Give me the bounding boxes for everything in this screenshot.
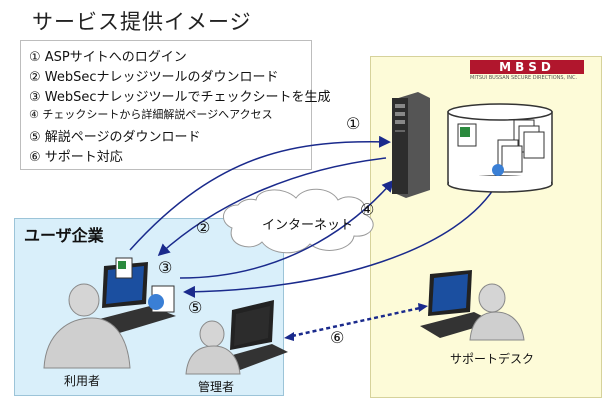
internet-cloud — [223, 188, 374, 254]
step-5: ⑤ 解説ページのダウンロード — [29, 130, 201, 145]
arrow-2 — [157, 157, 387, 257]
arrow-1 — [129, 135, 391, 251]
marker-5: ⑤ — [188, 298, 203, 317]
download-doc-icon — [148, 285, 175, 313]
database-icon — [447, 103, 553, 193]
marker-1: ① — [346, 114, 361, 133]
server-icon — [392, 92, 430, 198]
step-1: ① ASPサイトへのログイン — [29, 50, 187, 65]
arrow-4 — [179, 179, 394, 279]
marker-2: ② — [196, 218, 211, 237]
internet-label: インターネット — [262, 218, 354, 233]
step-6: ⑥ サポート対応 — [29, 150, 123, 165]
steps-list: ① ASPサイトへのログイン ② WebSecナレッジツールのダウンロード ③ … — [20, 40, 331, 170]
step-2: ② WebSecナレッジツールのダウンロード — [29, 70, 279, 85]
admin-person-icon — [185, 320, 241, 375]
marker-6: ⑥ — [330, 328, 345, 347]
support-person-icon — [469, 283, 525, 341]
admin-role-label: 管理者 — [198, 380, 235, 394]
user-person-icon — [43, 283, 131, 369]
page-title: サービス提供イメージ — [32, 10, 252, 34]
support-desk-label: サポートデスク — [450, 352, 535, 366]
user-company-title: ユーザ企業 — [24, 226, 104, 245]
arrow-6 — [291, 306, 421, 338]
marker-4: ④ — [360, 200, 375, 219]
mbsd-logo: MBSD — [470, 60, 584, 74]
support-laptop-icon — [420, 270, 494, 338]
admin-laptop-icon — [222, 300, 288, 370]
arrow-5 — [183, 181, 499, 298]
mbsd-subtitle: MITSUI BUSSAN SECURE DIRECTIONS, INC. — [470, 75, 578, 81]
step-3: ③ WebSecナレッジツールでチェックシートを生成 — [29, 90, 331, 105]
user-role-label: 利用者 — [64, 374, 101, 388]
marker-3: ③ — [158, 258, 173, 277]
step-4: ④ チェックシートから詳細解説ページへアクセス — [29, 108, 273, 121]
